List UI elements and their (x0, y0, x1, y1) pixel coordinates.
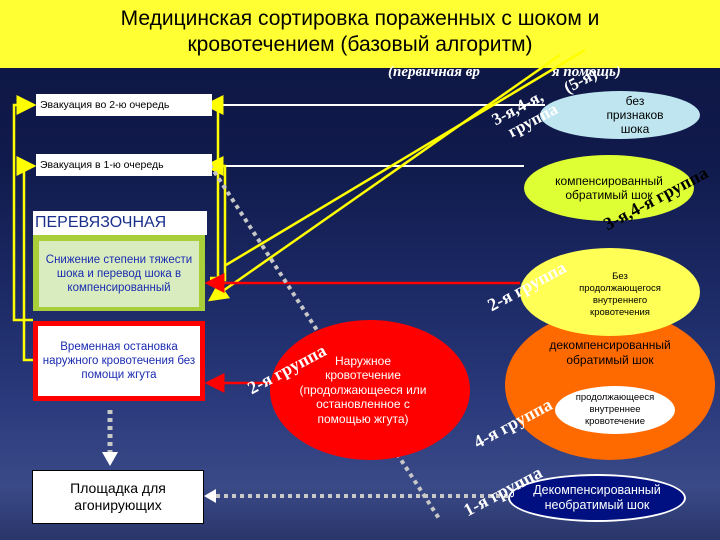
ongoing-bleeding-label: продолжающееся внутреннее кровотечение (575, 392, 655, 427)
subtitle: (первичная вр я помощь) (388, 64, 621, 81)
compensated-shock-node: компенсированный обратимый шок (524, 155, 694, 221)
arrow-shock-reduction-to-evac2 (203, 95, 224, 280)
no-ongoing-bleeding-label: Без продолжающегося внутреннего кровотеч… (579, 271, 661, 318)
external-bleeding-node: Наружное кровотечение (продолжающееся ил… (270, 320, 470, 460)
title-band (0, 0, 720, 68)
shock-reduction-box: Снижение степени тяжести шока и перевод … (39, 241, 199, 307)
evac-first-box: Эвакуация в 1-ю очередь (36, 154, 212, 176)
no-shock-label: без признаков шока (606, 94, 664, 136)
decompensated-label: декомпенсированный обратимый шок (549, 338, 671, 367)
compensated-label: компенсированный обратимый шок (555, 174, 663, 202)
evac-second-box: Эвакуация во 2-ю очередь (36, 94, 212, 116)
external-bleeding-label: Наружное кровотечение (продолжающееся ил… (299, 353, 427, 426)
arrow-left-loop-to-evac2 (12, 95, 37, 322)
page-title: Медицинская сортировка пораженных с шоко… (40, 6, 680, 58)
title-line-2: кровотечением (базовый алгоритм) (187, 33, 533, 56)
arrow-yellow-diag-1 (225, 48, 586, 267)
dotted-down-arrowhead (102, 452, 118, 466)
agonizing-area-box: Площадка для агонирующих (32, 470, 204, 524)
dotted-arrowhead (204, 489, 216, 503)
dressing-room-header: ПЕРЕВЯЗОЧНАЯ (33, 211, 207, 235)
temp-stop-box: Временная остановка наружного кровотечен… (38, 326, 200, 396)
subtitle-right: я помощь) (551, 64, 621, 80)
title-line-1: Медицинская сортировка пораженных с шоко… (120, 7, 600, 30)
arrow-green-to-evac1 (203, 156, 227, 282)
subtitle-left: (первичная вр (388, 64, 480, 80)
arrow-yellow-diag-2 (207, 53, 561, 302)
no-shock-node: без признаков шока (540, 91, 700, 139)
irreversible-label: Декомпенсированный необратимый шок (533, 483, 661, 512)
ongoing-bleeding-node: продолжающееся внутреннее кровотечение (555, 386, 675, 434)
irreversible-shock-node: Декомпенсированный необратимый шок (508, 474, 686, 522)
no-ongoing-bleeding-node: Без продолжающегося внутреннего кровотеч… (520, 248, 700, 336)
